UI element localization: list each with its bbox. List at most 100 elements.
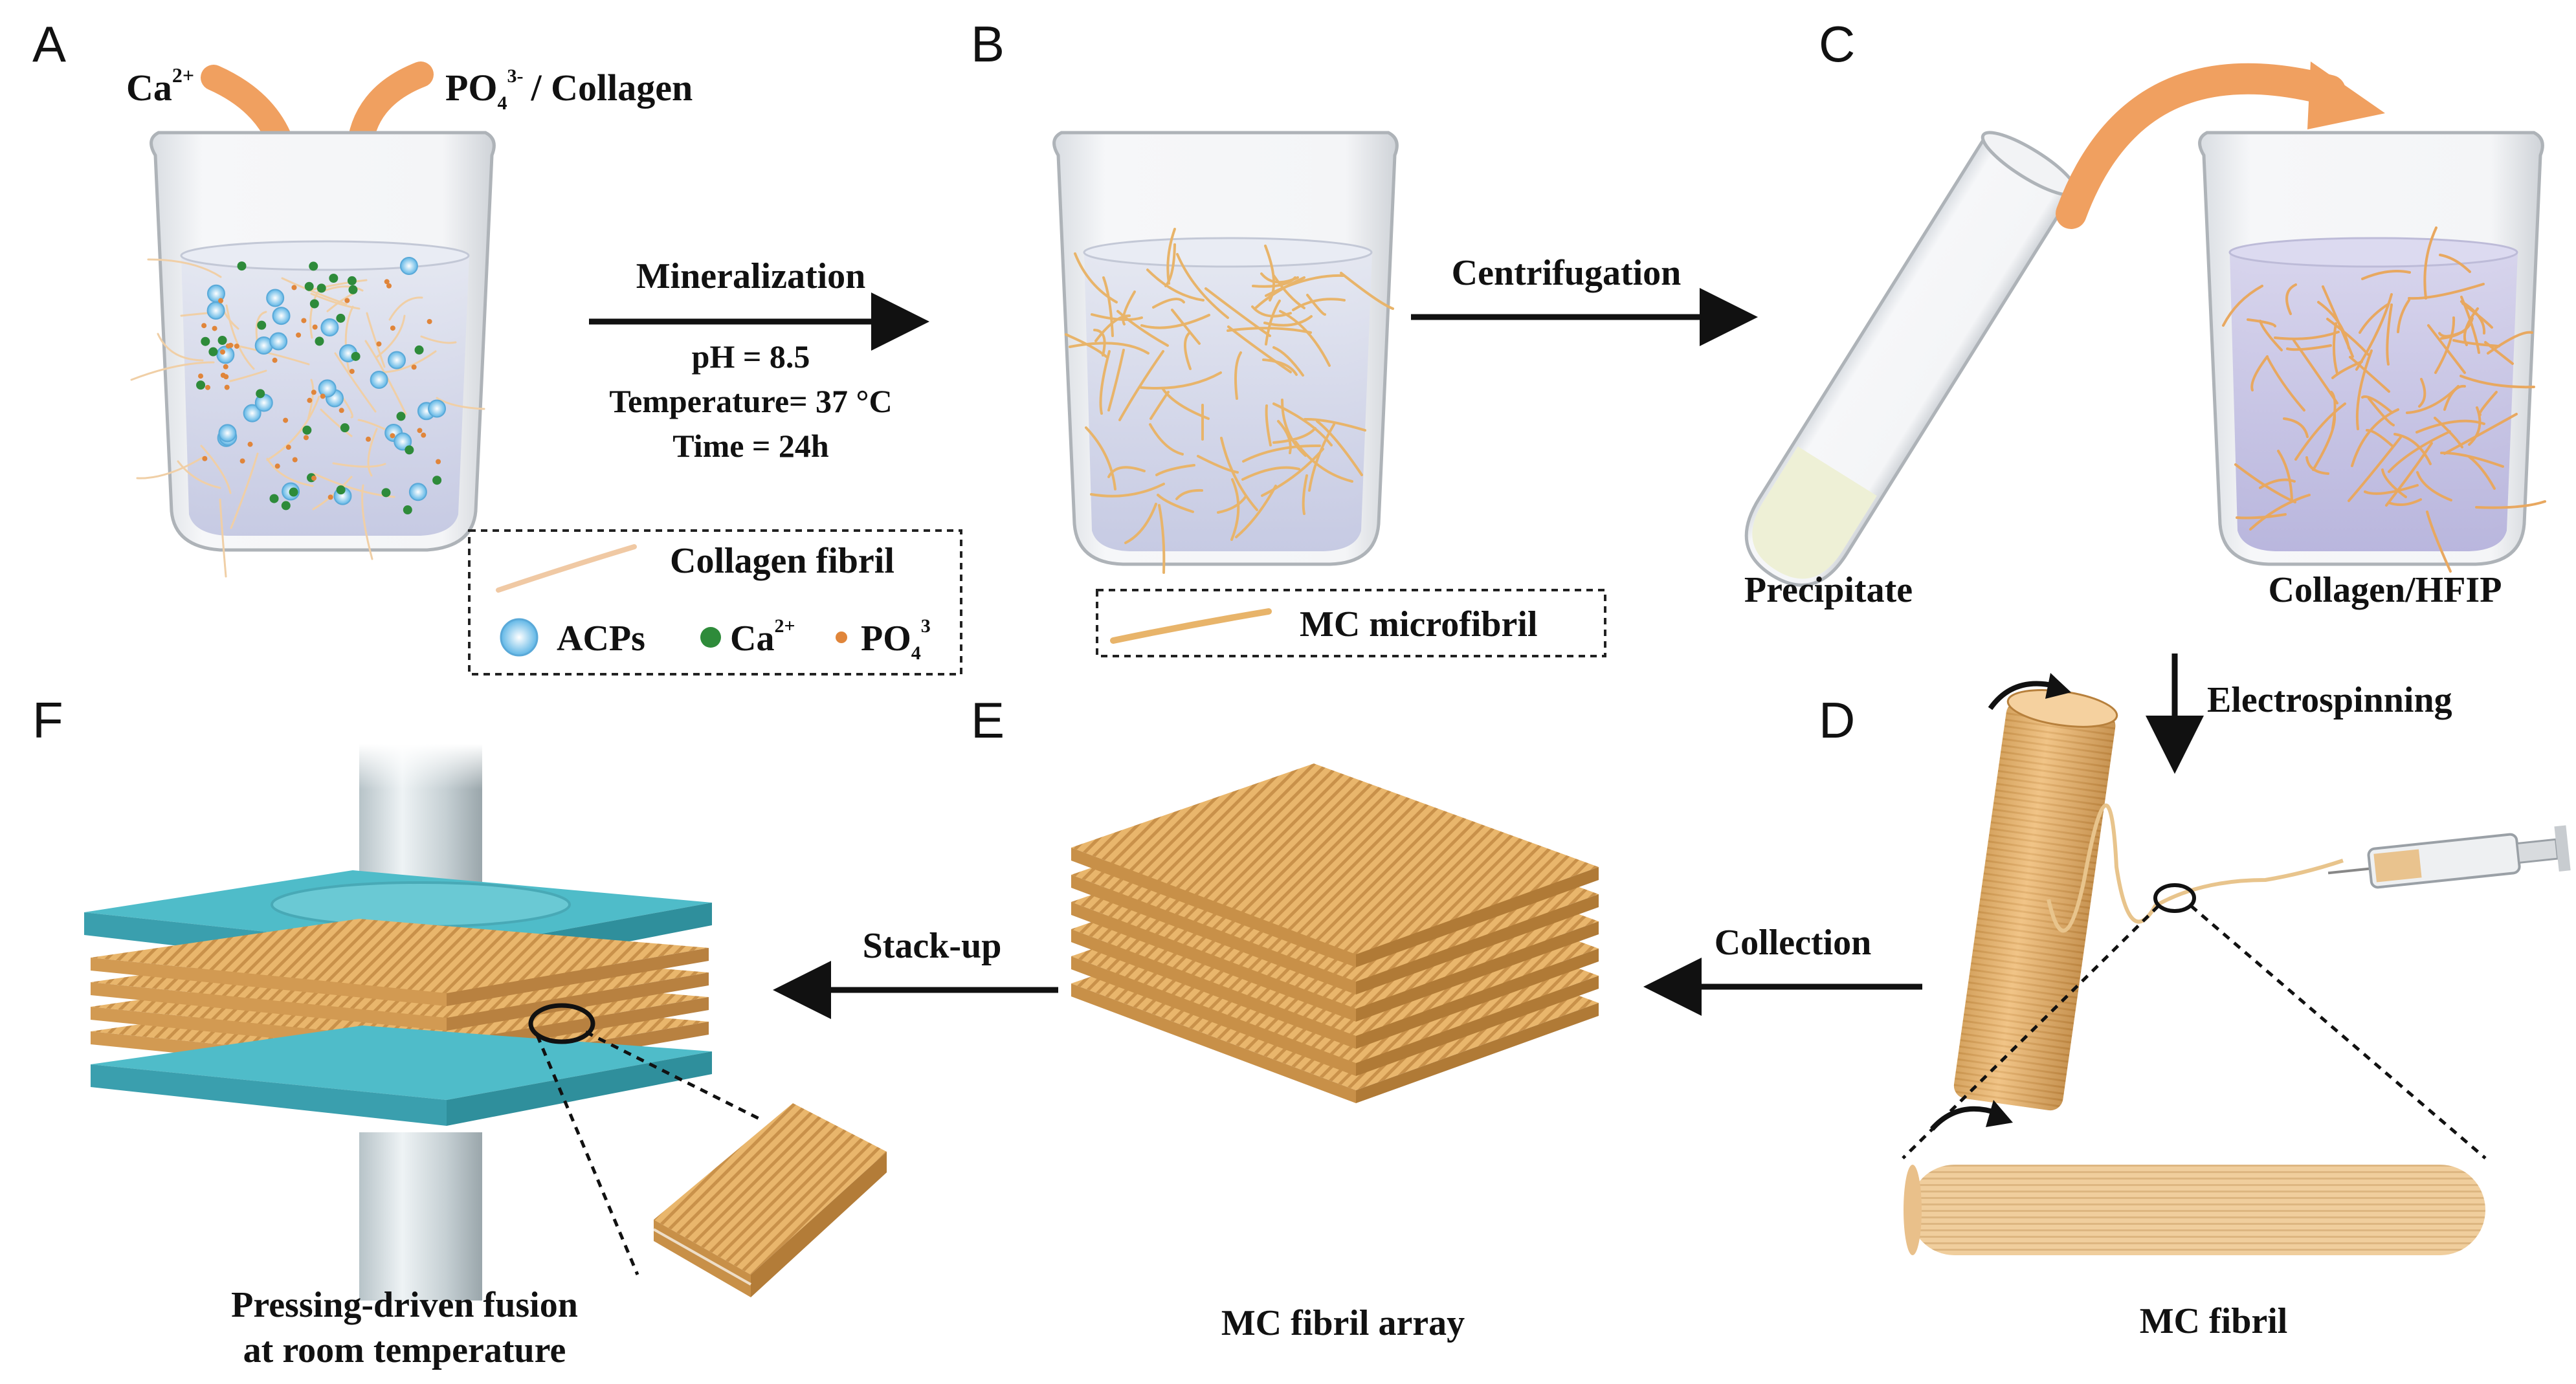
fibril xyxy=(2317,301,2350,349)
po4-ion xyxy=(344,298,350,303)
fibril xyxy=(307,279,368,292)
fibril xyxy=(1085,426,1116,490)
ca-ion xyxy=(257,320,267,330)
po4-ion xyxy=(201,323,207,329)
fibril xyxy=(1234,351,1242,400)
fibril xyxy=(1149,391,1170,420)
fibril xyxy=(2234,463,2296,503)
zoom-line-f-left xyxy=(535,1035,639,1275)
fibril xyxy=(1308,423,1335,492)
fibril xyxy=(1124,503,1157,544)
fibril xyxy=(2331,360,2363,379)
fibril xyxy=(1263,315,1313,327)
ca-ion xyxy=(381,488,391,498)
fibril xyxy=(367,428,378,477)
fibril xyxy=(1171,309,1201,345)
po4-ion xyxy=(205,384,211,390)
fibril xyxy=(2259,478,2296,489)
mc-fibril-array-caption: MC fibril array xyxy=(1221,1303,1465,1343)
po4-ion xyxy=(328,494,333,500)
acp-particle xyxy=(318,379,337,398)
ca-ion xyxy=(336,313,346,323)
po4-ion xyxy=(311,475,316,481)
collector-drum xyxy=(1953,689,2118,1111)
ca-ion xyxy=(281,501,291,511)
fibril xyxy=(2361,395,2393,413)
drum-rotation-arrowhead-bottom xyxy=(1986,1100,2013,1127)
mineralization-title: Mineralization xyxy=(636,256,866,296)
po4-ion xyxy=(234,344,239,349)
fibril xyxy=(1122,291,1136,325)
ca-ion xyxy=(217,335,227,345)
fibril xyxy=(1164,243,1176,287)
fibril xyxy=(1304,417,1366,432)
po4-ion xyxy=(303,435,309,441)
acp-particle xyxy=(428,399,447,418)
po4-ion xyxy=(218,298,224,303)
ca-ion xyxy=(269,494,279,503)
fibril xyxy=(2247,318,2276,327)
ca-ion xyxy=(289,487,298,497)
fibril xyxy=(1265,274,1344,297)
fibril xyxy=(1140,371,1222,390)
po4-ion xyxy=(272,357,278,363)
fibril xyxy=(130,361,215,381)
acp-particle xyxy=(408,483,427,501)
acp-particle xyxy=(320,318,339,337)
fibril xyxy=(1099,350,1111,415)
fibril xyxy=(2266,356,2305,412)
legend-ca: Ca2+ xyxy=(730,615,795,659)
mineralization-ph: pH = 8.5 xyxy=(692,338,810,375)
po4-collagen-label: PO43-/ Collagen xyxy=(445,65,693,114)
po4-ion xyxy=(219,349,225,355)
fibril xyxy=(320,408,353,437)
fibril xyxy=(1205,287,1271,337)
po4-ion xyxy=(411,364,417,370)
po4-ion xyxy=(320,393,326,399)
fibril xyxy=(2388,430,2451,473)
mineralization-temperature: Temperature= 37 °C xyxy=(609,383,892,419)
fibril xyxy=(1272,346,1304,377)
ca-ion xyxy=(315,336,324,346)
ca-ion xyxy=(405,445,414,455)
fibril xyxy=(2381,468,2407,498)
po4-ion xyxy=(384,279,390,285)
po4-ion xyxy=(212,325,217,331)
po4-ion xyxy=(436,459,441,465)
fibril xyxy=(1158,504,1166,574)
fibril xyxy=(2359,303,2390,334)
po4-ion xyxy=(390,325,395,331)
fibril xyxy=(1306,294,1326,316)
pressing-caption-line2: at room temperature xyxy=(243,1330,566,1370)
fibril xyxy=(1292,298,1346,311)
mc-fibril-array-stack xyxy=(1071,763,1599,1103)
panel-letter-d: D xyxy=(1819,692,1855,749)
fibril xyxy=(2475,500,2546,509)
po4-ion xyxy=(291,285,297,291)
panel-letter-f: F xyxy=(32,692,63,749)
fibril xyxy=(2388,498,2422,507)
po4-ion xyxy=(247,441,253,447)
po4-ion xyxy=(239,458,245,464)
test-tube xyxy=(1744,131,2078,587)
ca-ion xyxy=(302,425,312,435)
fibril xyxy=(1074,252,1118,303)
fibril xyxy=(1235,485,1277,538)
fibril xyxy=(2236,513,2287,520)
fibril xyxy=(1152,298,1185,309)
ca-ion xyxy=(432,476,442,485)
po4-ion xyxy=(283,417,289,423)
fibril xyxy=(2423,226,2437,300)
fibril xyxy=(1272,427,1316,444)
fibril xyxy=(177,460,221,489)
fibril xyxy=(2285,283,2297,315)
fibril xyxy=(2249,494,2311,531)
ca-ion xyxy=(336,485,346,495)
fibril xyxy=(1184,332,1192,370)
press-bottom-plate xyxy=(91,1026,712,1126)
fibril xyxy=(2250,355,2269,391)
fibril xyxy=(2440,451,2504,468)
po4-ion xyxy=(311,390,316,395)
fibril xyxy=(2461,302,2493,329)
fibril xyxy=(2434,316,2456,374)
